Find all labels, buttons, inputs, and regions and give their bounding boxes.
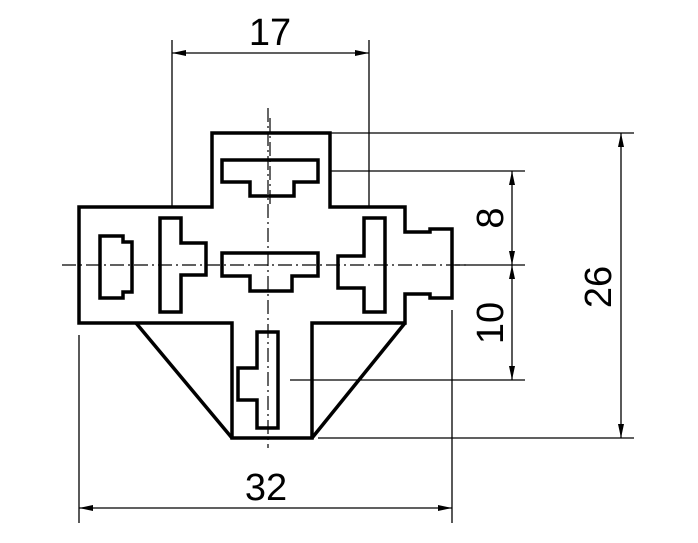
arrow-17-right xyxy=(355,50,369,56)
terminal-center xyxy=(220,251,320,293)
dim-label-8: 8 xyxy=(470,207,512,228)
arrow-26-bottom xyxy=(618,424,624,438)
dim-label-32: 32 xyxy=(245,467,287,509)
terminal-bottom xyxy=(236,330,280,430)
arrow-8-bottom xyxy=(509,251,515,265)
lower-skirt-left xyxy=(134,321,234,440)
terminal-left xyxy=(158,216,208,314)
arrow-10-top xyxy=(509,265,515,279)
dim-label-26: 26 xyxy=(578,266,620,308)
left-key-slot xyxy=(98,234,134,300)
dim-label-10: 10 xyxy=(470,302,512,344)
terminal-top xyxy=(220,158,320,198)
terminal-right xyxy=(336,216,387,314)
arrow-32-left xyxy=(79,505,93,511)
arrow-32-right xyxy=(438,505,452,511)
arrow-17-left xyxy=(172,50,186,56)
housing-outline xyxy=(77,131,454,440)
arrow-10-bottom xyxy=(509,366,515,380)
arrow-26-top xyxy=(618,133,624,147)
arrow-8-top xyxy=(509,171,515,185)
dim-label-17: 17 xyxy=(249,12,291,54)
